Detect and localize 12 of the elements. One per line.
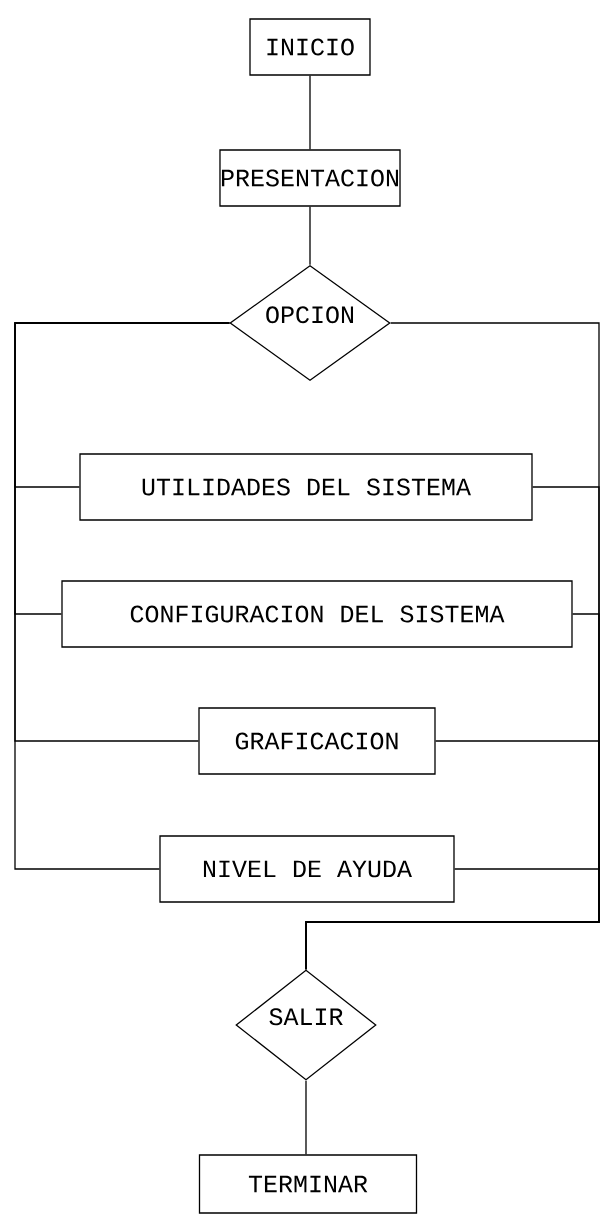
connector-line bbox=[309, 75, 311, 150]
process-box: UTILIDADES DEL SISTEMA bbox=[79, 453, 533, 521]
connector-line bbox=[14, 322, 230, 870]
process-box: CONFIGURACION DEL SISTEMA bbox=[61, 580, 573, 648]
process-box: INICIO bbox=[249, 18, 371, 76]
process-box: NIVEL DE AYUDA bbox=[159, 835, 455, 903]
process-box: GRAFICACION bbox=[198, 707, 436, 775]
connector-line bbox=[309, 206, 311, 266]
process-box: TERMINAR bbox=[198, 1154, 418, 1214]
connector-line bbox=[305, 1080, 307, 1155]
connector-line bbox=[305, 868, 600, 970]
process-box: PRESENTACION bbox=[219, 149, 401, 207]
